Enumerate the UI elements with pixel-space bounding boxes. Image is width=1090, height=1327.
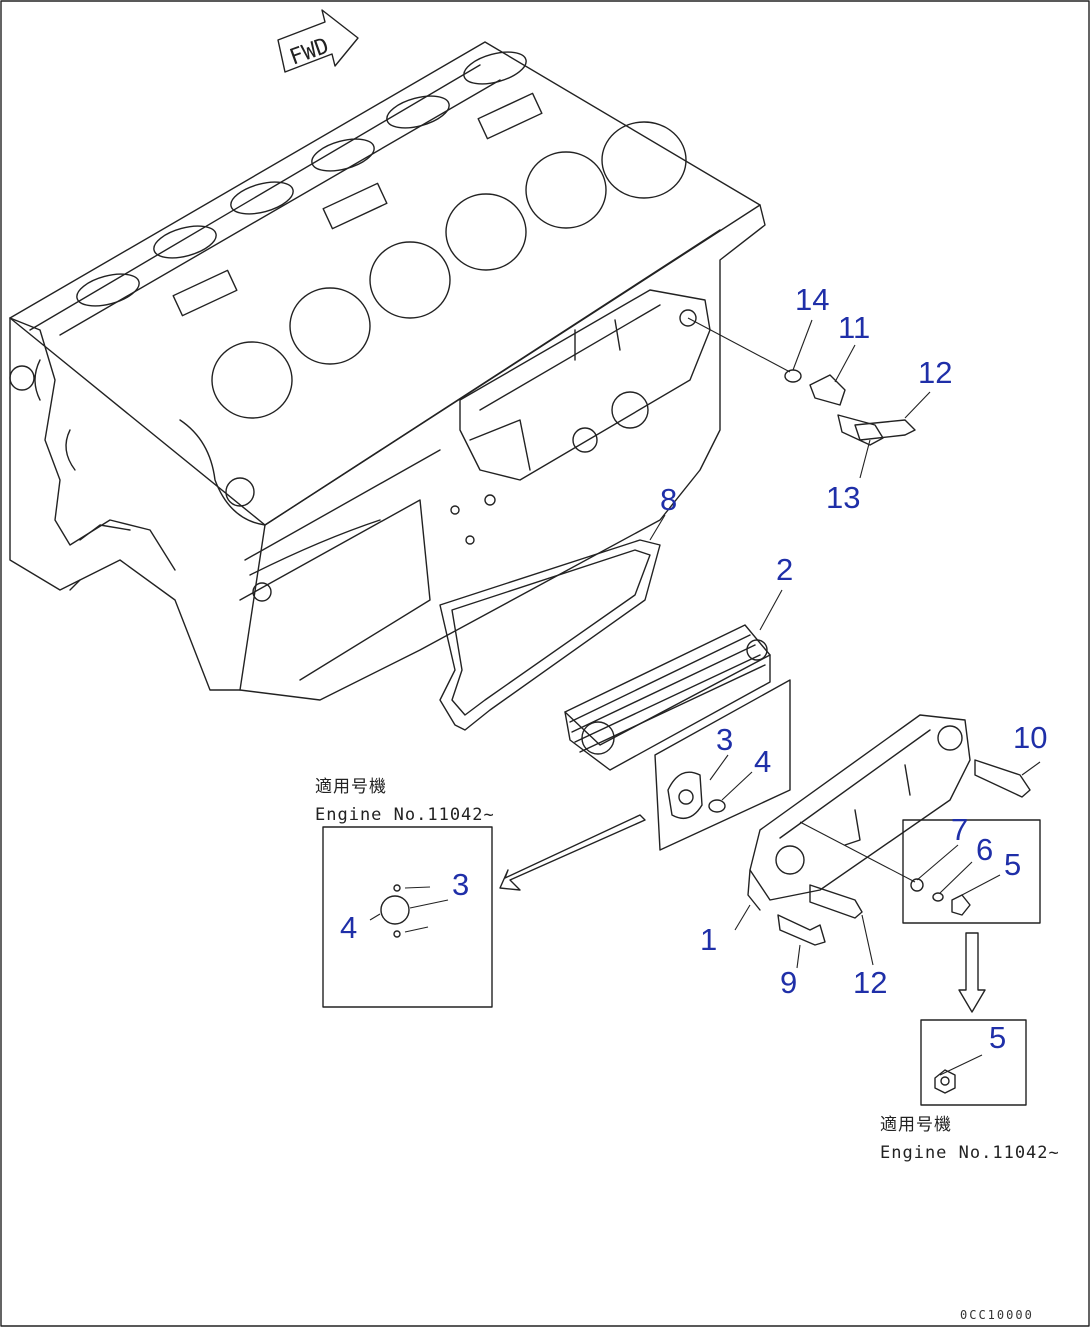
part-3-4-panel — [499, 679, 791, 891]
callout-8: 8 — [660, 482, 677, 517]
cylinder-bores — [211, 121, 687, 419]
inset-left-callout-4: 4 — [340, 910, 357, 945]
callout-3: 3 — [716, 722, 733, 757]
callout-6: 6 — [976, 832, 993, 867]
hardware-box-5-6-7 — [902, 819, 1041, 1013]
callout-2: 2 — [776, 552, 793, 587]
engine-block — [9, 41, 766, 701]
callout-12-top: 12 — [918, 355, 952, 390]
inset-right-callout-5: 5 — [989, 1020, 1006, 1055]
inset-left — [322, 826, 493, 1008]
deck-ports — [76, 51, 543, 317]
callout-4: 4 — [754, 744, 771, 779]
inset-right — [920, 1019, 1027, 1106]
drawing-code: 0CC10000 — [960, 1308, 1034, 1322]
installed-cooler-housing — [450, 289, 711, 545]
inset-right-applicable-label: 適用号機 — [880, 1115, 952, 1135]
inset-right-frame — [920, 1019, 1027, 1106]
callout-5: 5 — [1004, 847, 1021, 882]
callout-13: 13 — [826, 480, 860, 515]
forward-direction-arrow: FWD — [277, 9, 359, 73]
inset-left-applicable-label: 適用号機 — [315, 777, 387, 797]
callout-1: 1 — [700, 922, 717, 957]
callout-10: 10 — [1013, 720, 1047, 755]
leader-lines — [649, 317, 1041, 1076]
callout-11: 11 — [838, 310, 870, 345]
part-2-oil-cooler-element — [564, 624, 771, 771]
inset-left-engine-label: Engine No.11042~ — [315, 805, 495, 825]
bolts-and-fittings — [777, 369, 1031, 946]
part-1-cooler-cover — [747, 714, 971, 911]
callout-numbers: 14 11 12 13 8 2 3 4 10 7 6 5 1 9 12 3 4 … — [340, 282, 1047, 1055]
fwd-label: FWD — [286, 34, 332, 71]
inset-right-engine-label: Engine No.11042~ — [880, 1143, 1060, 1163]
inset-left-callout-3: 3 — [452, 867, 469, 902]
part-8-gasket — [439, 539, 661, 731]
callout-9: 9 — [780, 965, 797, 1000]
callout-14: 14 — [795, 282, 829, 317]
inset-left-frame — [322, 826, 493, 1008]
inset-notes: 適用号機 Engine No.11042~ 適用号機 Engine No.110… — [315, 777, 1060, 1163]
callout-7: 7 — [951, 812, 968, 847]
callout-12-bottom: 12 — [853, 965, 887, 1000]
